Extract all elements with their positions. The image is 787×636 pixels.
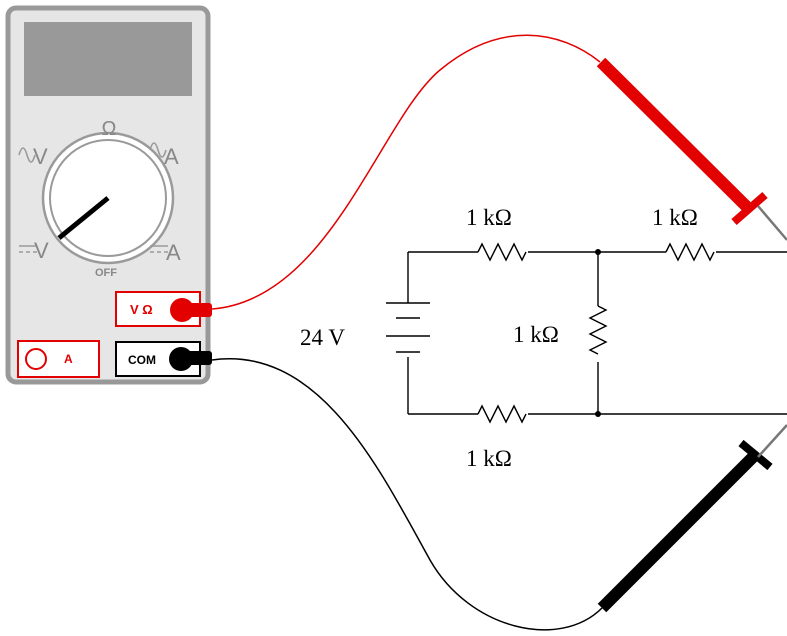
black-probe[interactable]: [597, 424, 787, 613]
amps-jack-socket: [25, 348, 47, 370]
resistor-bottom-label: 1 kΩ: [466, 446, 512, 471]
red-lead-wire: [211, 34, 601, 310]
volt-ohm-jack-label: V Ω: [130, 302, 153, 317]
dc-symbol-icon: [150, 245, 168, 253]
resistor-top-left-label: 1 kΩ: [466, 205, 512, 230]
resistor-top-right-label: 1 kΩ: [652, 205, 698, 230]
ohm-position-label: Ω: [102, 118, 117, 140]
dc-symbol-icon: [19, 245, 37, 253]
dc-volts-label: V: [34, 238, 49, 263]
amps-jack-label: A: [64, 352, 73, 366]
resistor-bottom: [477, 404, 527, 424]
red-probe[interactable]: [596, 57, 787, 241]
ac-amps-label: A: [164, 144, 179, 169]
ac-volts-label: V: [33, 144, 48, 169]
resistor-middle-label: 1 kΩ: [513, 322, 559, 347]
junction-dot: [595, 411, 601, 417]
black-lead-wire: [211, 358, 603, 631]
battery-symbol: [386, 302, 430, 353]
source-voltage-label: 24 V: [300, 325, 345, 350]
com-jack[interactable]: [115, 341, 201, 377]
resistor-top-right: [665, 242, 715, 262]
ac-wave-icon: [18, 147, 36, 163]
resistor-top-left: [477, 242, 527, 262]
selector-pointer[interactable]: [57, 196, 110, 240]
resistor-middle: [588, 305, 608, 355]
junction-dot: [595, 249, 601, 255]
com-jack-label: COM: [128, 353, 156, 367]
red-lead-plug: [170, 298, 212, 322]
black-lead-plug: [169, 347, 212, 371]
dc-amps-label: A: [166, 240, 181, 265]
circuit: [386, 242, 787, 424]
ac-wave-icon: [149, 142, 167, 158]
multimeter: Ω V A V A OFF V Ω A COM: [5, 5, 211, 385]
meter-display: [24, 22, 192, 96]
off-position-label: OFF: [95, 267, 117, 279]
